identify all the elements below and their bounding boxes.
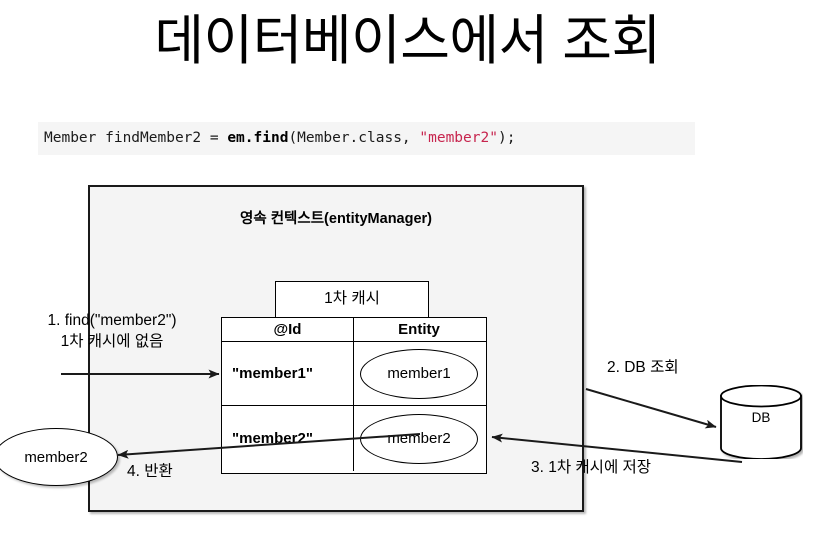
column-header-entity: Entity xyxy=(398,321,440,338)
label-step1: 1. find("member2") 1차 캐시에 없음 xyxy=(14,310,210,352)
cell-id-member2: "member2" xyxy=(222,406,354,471)
code-text-part2: (Member.class, xyxy=(288,130,420,146)
label-step1-line1: 1. find("member2") xyxy=(47,312,177,329)
table-row: "member1" member1 xyxy=(222,342,486,406)
table-header-row: @Id Entity xyxy=(222,318,486,342)
code-text-part1: Member findMember2 = xyxy=(44,130,228,146)
code-string-literal: "member2" xyxy=(419,130,498,146)
label-step1-line2: 1차 캐시에 없음 xyxy=(60,333,164,350)
arrow-step2 xyxy=(585,388,717,429)
returned-entity-ellipse-member2: member2 xyxy=(0,428,118,486)
cell-id-member1: "member1" xyxy=(222,342,354,405)
database-label: DB xyxy=(751,410,771,425)
table-row: "member2" member2 xyxy=(222,406,486,471)
code-snippet: Member findMember2 = em.find(Member.clas… xyxy=(38,122,695,155)
label-step4: 4. 반환 xyxy=(127,463,173,480)
cell-entity-member2: member2 xyxy=(354,406,484,471)
entity-ellipse-member1: member1 xyxy=(360,348,478,399)
first-level-cache-table: @Id Entity "member1" member1 "member2" m… xyxy=(221,317,487,474)
code-text-part3: ); xyxy=(497,130,516,146)
entity-ellipse-member2: member2 xyxy=(360,413,478,464)
column-header-id: @Id xyxy=(222,318,354,341)
code-method-find: em.find xyxy=(227,130,289,146)
page-title: 데이터베이스에서 조회 xyxy=(154,11,661,71)
first-level-cache-header: 1차 캐시 xyxy=(275,281,429,318)
label-step3: 3. 1차 캐시에 저장 xyxy=(531,459,652,476)
label-step2: 2. DB 조회 xyxy=(607,359,679,376)
cell-entity-member1: member1 xyxy=(354,342,484,405)
persistence-context-title: 영속 컨텍스트(entityManager) xyxy=(239,211,433,227)
